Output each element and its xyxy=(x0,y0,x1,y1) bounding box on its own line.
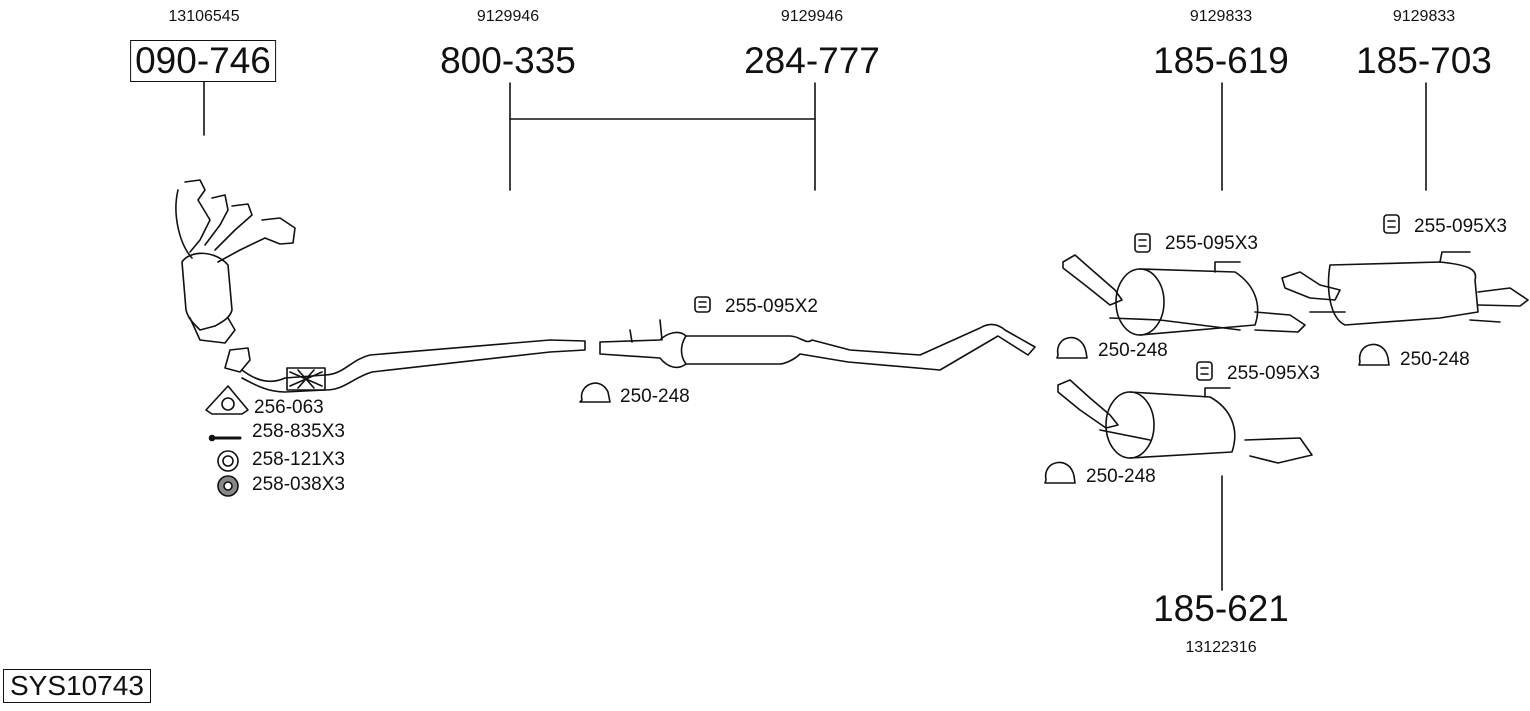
oe-number: 9129833 xyxy=(1392,8,1456,25)
oe-number: 13122316 xyxy=(1185,639,1257,656)
nut-icon xyxy=(217,475,239,497)
clamp-icon xyxy=(579,382,611,403)
accessory-bolt-label[interactable]: 258-835X3 xyxy=(252,421,345,442)
leader-lines xyxy=(203,81,1427,591)
front-pipe-drawing xyxy=(224,339,586,393)
accessory-gasket-label[interactable]: 256-063 xyxy=(254,397,324,418)
accessory-mount-label[interactable]: 255-095X3 xyxy=(1165,233,1258,254)
rubber-mount-icon xyxy=(694,296,711,313)
accessory-clamp-label[interactable]: 250-248 xyxy=(1086,466,1156,487)
middle-silencer-drawing xyxy=(599,319,1036,371)
rubber-mount-icon xyxy=(1196,361,1213,381)
part-number-090-746[interactable]: 090-746 xyxy=(130,40,276,82)
gasket-icon xyxy=(205,385,249,415)
rear-silencer-a-drawing xyxy=(1062,254,1306,336)
accessory-nut-label[interactable]: 258-038X3 xyxy=(252,474,345,495)
part-number-185-619[interactable]: 185-619 xyxy=(1153,40,1289,81)
accessory-clamp-label[interactable]: 250-248 xyxy=(1098,340,1168,361)
part-number-185-621[interactable]: 185-621 xyxy=(1153,588,1289,629)
rubber-mount-icon xyxy=(1134,233,1151,253)
bolt-icon xyxy=(208,434,242,442)
accessory-clamp-label[interactable]: 250-248 xyxy=(1400,349,1470,370)
rubber-mount-icon xyxy=(1383,214,1400,234)
accessory-mount-label[interactable]: 255-095X2 xyxy=(725,296,818,317)
oe-number: 9129833 xyxy=(1189,8,1253,25)
accessory-spring-label[interactable]: 258-121X3 xyxy=(252,449,345,470)
clamp-icon xyxy=(1358,343,1390,366)
accessory-icons xyxy=(205,214,1400,497)
accessory-clamp-label[interactable]: 250-248 xyxy=(620,386,690,407)
system-id: SYS10743 xyxy=(3,669,151,703)
accessory-mount-label[interactable]: 255-095X3 xyxy=(1414,216,1507,237)
rear-silencer-b-drawing xyxy=(1281,251,1529,326)
part-number-284-777[interactable]: 284-777 xyxy=(744,40,880,81)
part-number-800-335[interactable]: 800-335 xyxy=(440,40,576,81)
clamp-icon xyxy=(1044,461,1076,484)
accessory-mount-label[interactable]: 255-095X3 xyxy=(1227,363,1320,384)
oe-number: 9129946 xyxy=(476,8,540,25)
spring-washer-icon xyxy=(217,450,239,472)
manifold-catalyst-drawing xyxy=(175,179,296,344)
rear-silencer-c-drawing xyxy=(1057,379,1313,464)
oe-number: 9129946 xyxy=(780,8,844,25)
oe-number: 13106545 xyxy=(168,8,240,25)
part-number-185-703[interactable]: 185-703 xyxy=(1356,40,1492,81)
clamp-icon xyxy=(1056,336,1088,359)
